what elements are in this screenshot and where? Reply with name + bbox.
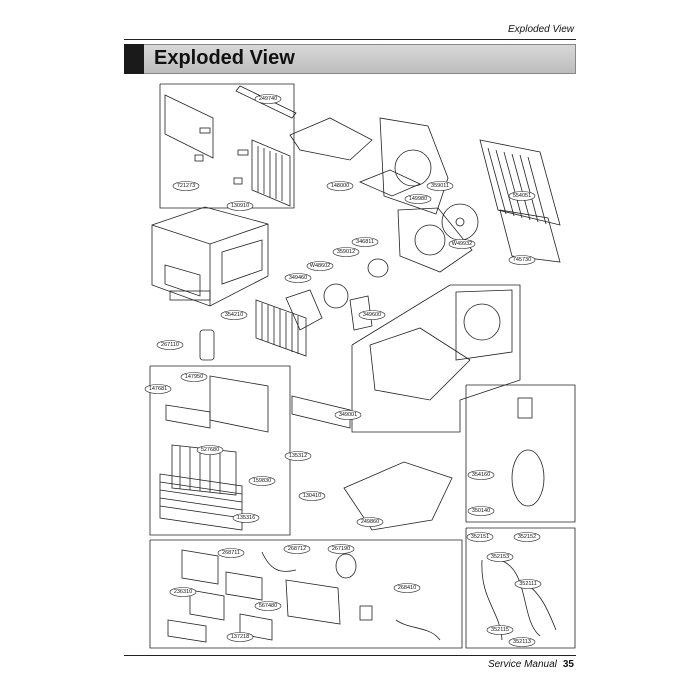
panel-box-front xyxy=(149,365,291,536)
page-title: Exploded View xyxy=(154,47,295,69)
part-fan-motor xyxy=(367,258,389,278)
part-label: 567480 xyxy=(259,603,277,609)
part-label: 349460 xyxy=(289,275,307,281)
part-tube-b xyxy=(499,559,541,637)
part-sub-panel xyxy=(167,619,207,643)
part-label: 149980 xyxy=(409,196,427,202)
part-pcb-main xyxy=(181,549,219,585)
part-label: 721273 xyxy=(177,183,195,189)
part-label: 268711 xyxy=(222,550,240,556)
part-label: 352113 xyxy=(513,639,531,645)
part-label: 268712 xyxy=(288,546,306,552)
panel-box-tubing xyxy=(465,527,576,649)
page-number: 35 xyxy=(562,659,574,670)
part-label: 352153 xyxy=(491,554,509,560)
part-accumulator xyxy=(517,397,533,419)
part-relay-board xyxy=(239,613,273,641)
part-label: 267190 xyxy=(332,546,350,552)
part-label: W48602 xyxy=(310,263,331,269)
part-label: W49932 xyxy=(452,241,473,247)
part-label: 236310 xyxy=(174,589,192,595)
part-label: 130410 xyxy=(303,493,321,499)
part-clip-c xyxy=(199,127,211,134)
part-label: 352152 xyxy=(518,534,536,540)
part-label: 350140 xyxy=(472,508,490,514)
part-label: 147950 xyxy=(185,374,203,380)
part-label: 137218 xyxy=(231,634,249,640)
part-plate xyxy=(358,169,421,197)
footer: Service Manual 35 xyxy=(488,659,574,670)
part-blower-wheel xyxy=(323,283,349,309)
part-label: 159830 xyxy=(253,478,271,484)
part-base-chassis xyxy=(369,327,471,401)
part-motor-mount xyxy=(349,295,373,331)
part-front-grille xyxy=(159,473,243,531)
footer-manual-name: Service Manual xyxy=(487,659,557,670)
footer-divider xyxy=(124,655,576,656)
part-clip-a xyxy=(194,154,204,162)
part-label: 147681 xyxy=(149,386,167,392)
part-louver xyxy=(165,404,211,429)
part-label: 135316 xyxy=(237,515,255,521)
part-label: 346811 xyxy=(356,239,374,245)
header-section-title: Exploded View xyxy=(508,24,574,35)
part-orifice-frame xyxy=(379,117,449,215)
part-shroud xyxy=(397,207,473,273)
part-top-rail xyxy=(235,85,297,119)
part-scroll xyxy=(285,289,323,331)
part-air-guide xyxy=(289,117,373,161)
part-label: 268410 xyxy=(398,585,416,591)
panel-box-right-middle xyxy=(351,284,521,433)
part-label: 249740 xyxy=(259,96,277,102)
part-clip-d xyxy=(237,149,249,156)
part-evap-coil xyxy=(499,209,561,263)
part-power-cord xyxy=(395,619,441,641)
part-label: 354210 xyxy=(225,312,243,318)
part-terminal xyxy=(359,605,373,621)
part-control-cover xyxy=(291,395,351,429)
part-compressor xyxy=(511,449,545,507)
part-label: 354160 xyxy=(472,472,490,478)
part-front-frame xyxy=(209,375,269,433)
part-label: 135312 xyxy=(289,453,307,459)
part-label: 352151 xyxy=(471,534,489,540)
header-divider xyxy=(124,39,576,40)
panel-box-compressor xyxy=(465,384,576,523)
part-label: 267110 xyxy=(161,342,179,348)
part-label: 349001 xyxy=(339,412,357,418)
part-label: 745730 xyxy=(513,257,531,263)
part-label: 554051 xyxy=(513,193,531,199)
part-label: 349600 xyxy=(363,312,381,318)
part-capacitor xyxy=(335,553,357,579)
part-condenser-coil xyxy=(479,139,561,226)
part-pcb-display xyxy=(225,571,263,601)
part-label: 130910 xyxy=(231,203,249,209)
part-remote-control xyxy=(199,329,215,361)
part-label: 359012 xyxy=(337,249,355,255)
part-control-box xyxy=(285,579,341,625)
part-cabinet xyxy=(151,206,269,307)
part-base-strip xyxy=(169,290,211,301)
part-label: 359011 xyxy=(431,183,449,189)
part-wire-harness xyxy=(261,551,297,572)
part-label: 352111 xyxy=(519,581,537,587)
part-side-bracket xyxy=(164,94,214,159)
panel-box-upper-left xyxy=(159,83,295,209)
part-side-grille xyxy=(251,139,291,207)
title-bar xyxy=(124,44,576,74)
part-evaporator xyxy=(255,299,307,357)
part-label: 527680 xyxy=(201,447,219,453)
part-display-panel xyxy=(189,589,225,621)
part-label: 148000 xyxy=(331,183,349,189)
panel-box-electrical xyxy=(149,539,463,649)
title-accent xyxy=(124,44,144,74)
part-label: 352115 xyxy=(491,627,509,633)
part-clip-b xyxy=(233,177,243,185)
part-label: 249860 xyxy=(361,519,379,525)
